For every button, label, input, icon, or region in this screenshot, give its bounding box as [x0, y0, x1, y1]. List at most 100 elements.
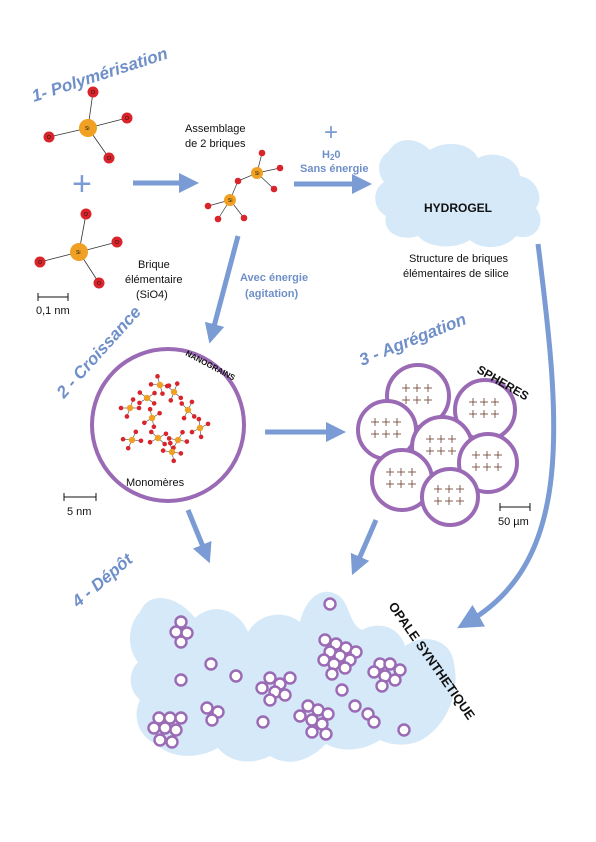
svg-text:Si: Si	[85, 126, 89, 132]
title-agregation: 3 - Agrégation	[356, 310, 468, 370]
oxygen-atom	[184, 439, 190, 444]
oxygen-atom	[120, 436, 126, 442]
deposited-sphere	[204, 657, 218, 671]
silicon-atom	[168, 448, 176, 456]
svg-text:O: O	[47, 135, 51, 141]
deposited-sphere	[180, 626, 194, 640]
oxygen-atom	[168, 398, 174, 403]
title-depot: 4 - Dépôt	[68, 549, 138, 612]
svg-text:O: O	[97, 281, 101, 287]
oxygen-atom	[157, 410, 162, 416]
arrow-agregation-to-depot	[350, 519, 379, 576]
silicon-atom	[126, 404, 134, 412]
oxygen-atom	[174, 381, 180, 386]
oxygen-atom	[142, 420, 147, 426]
deposited-sphere	[278, 688, 292, 702]
assemblage-label: Assemblage	[185, 123, 246, 135]
oxygen-atom	[155, 374, 160, 379]
svg-text:5 nm: 5 nm	[67, 506, 91, 518]
svg-text:(SiO4): (SiO4)	[136, 289, 168, 301]
oxygen-atom	[136, 405, 142, 411]
silicon-atom	[143, 394, 151, 402]
deposited-sphere	[367, 665, 381, 679]
sphere-structures	[371, 384, 502, 505]
oxygen-atom	[178, 395, 184, 401]
deposited-sphere	[174, 635, 188, 649]
deposited-sphere	[335, 683, 349, 697]
dimer-molecule: Si Si	[204, 149, 284, 223]
deposited-sphere	[165, 735, 179, 749]
svg-text:O: O	[125, 116, 129, 122]
deposited-sphere	[305, 725, 319, 739]
oxygen-atom	[133, 429, 139, 435]
silicon-atom	[196, 424, 204, 432]
plus-sign-left: +	[72, 165, 92, 203]
deposited-sphere	[147, 721, 161, 735]
deposited-sphere	[367, 715, 381, 729]
oxygen-atom	[160, 448, 166, 453]
svg-text:Si: Si	[76, 250, 80, 256]
silicon-atom	[156, 381, 164, 389]
scale-bar-50um: 50 µm	[498, 503, 531, 528]
sphere	[457, 432, 519, 494]
oxygen-atom	[196, 416, 202, 422]
silicon-atom	[184, 406, 192, 414]
svg-text:élémentaires de silice: élémentaires de silice	[403, 268, 509, 280]
deposited-sphere	[263, 693, 277, 707]
deposited-sphere	[293, 709, 307, 723]
oxygen-atom	[181, 415, 187, 421]
deposited-sphere	[319, 727, 333, 741]
hydrogel-blob	[375, 140, 541, 248]
arrow-hydrogel-to-opale	[457, 243, 557, 629]
monomeres-label: Monomères	[126, 477, 185, 489]
oxygen-atom	[205, 421, 211, 427]
oxygen-atom	[147, 439, 153, 445]
oxygen-atom	[151, 401, 157, 406]
h2o-label: H20	[322, 149, 341, 162]
oxygen-atom	[189, 399, 195, 405]
silicon-atom	[148, 414, 156, 422]
deposited-sphere	[397, 723, 411, 737]
svg-text:50 µm: 50 µm	[498, 516, 529, 528]
oxygen-atom	[87, 86, 99, 98]
oxygen-atom	[148, 382, 154, 387]
avec-energie-label: Avec énergie	[240, 272, 308, 284]
oxygen-atom	[189, 429, 195, 435]
hydrogel-label: HYDROGEL	[424, 201, 492, 215]
deposited-sphere	[321, 707, 335, 721]
deposited-sphere	[153, 733, 167, 747]
nanograin-cluster	[118, 374, 211, 464]
svg-text:O: O	[91, 90, 95, 96]
scale-bar-5nm: 5 nm	[63, 493, 97, 518]
oxygen-atom	[103, 152, 115, 164]
oxygen-atom	[124, 414, 130, 419]
arrow-croissance-to-depot	[185, 509, 212, 564]
deposited-sphere	[348, 699, 362, 713]
oxygen-atom	[137, 400, 142, 406]
oxygen-atom	[130, 397, 136, 402]
oxygen-atom	[151, 424, 157, 430]
svg-text:O: O	[115, 240, 119, 246]
oxygen-atom	[125, 445, 131, 451]
sphere	[420, 467, 480, 527]
oxygen-atom	[191, 414, 197, 419]
svg-text:élémentaire: élémentaire	[125, 274, 182, 286]
silicon-atom	[174, 436, 182, 444]
deposited-sphere	[338, 661, 352, 675]
svg-text:0,1 nm: 0,1 nm	[36, 305, 70, 317]
svg-text:Si: Si	[228, 198, 232, 204]
brique-label: Brique élémentaire (SiO4)	[125, 259, 182, 301]
svg-text:(agitation): (agitation)	[245, 288, 298, 300]
oxygen-atom	[118, 405, 124, 411]
deposited-spheres	[147, 597, 411, 749]
deposited-sphere	[200, 701, 214, 715]
deposited-sphere	[263, 671, 277, 685]
oxygen-atom	[171, 458, 177, 464]
deposited-sphere	[158, 721, 172, 735]
svg-text:Si: Si	[255, 171, 259, 177]
deposited-sphere	[256, 715, 270, 729]
oxygen-atom	[163, 431, 169, 437]
oxygen-atom	[160, 391, 165, 396]
structure-label: Structure de briques	[409, 253, 509, 265]
